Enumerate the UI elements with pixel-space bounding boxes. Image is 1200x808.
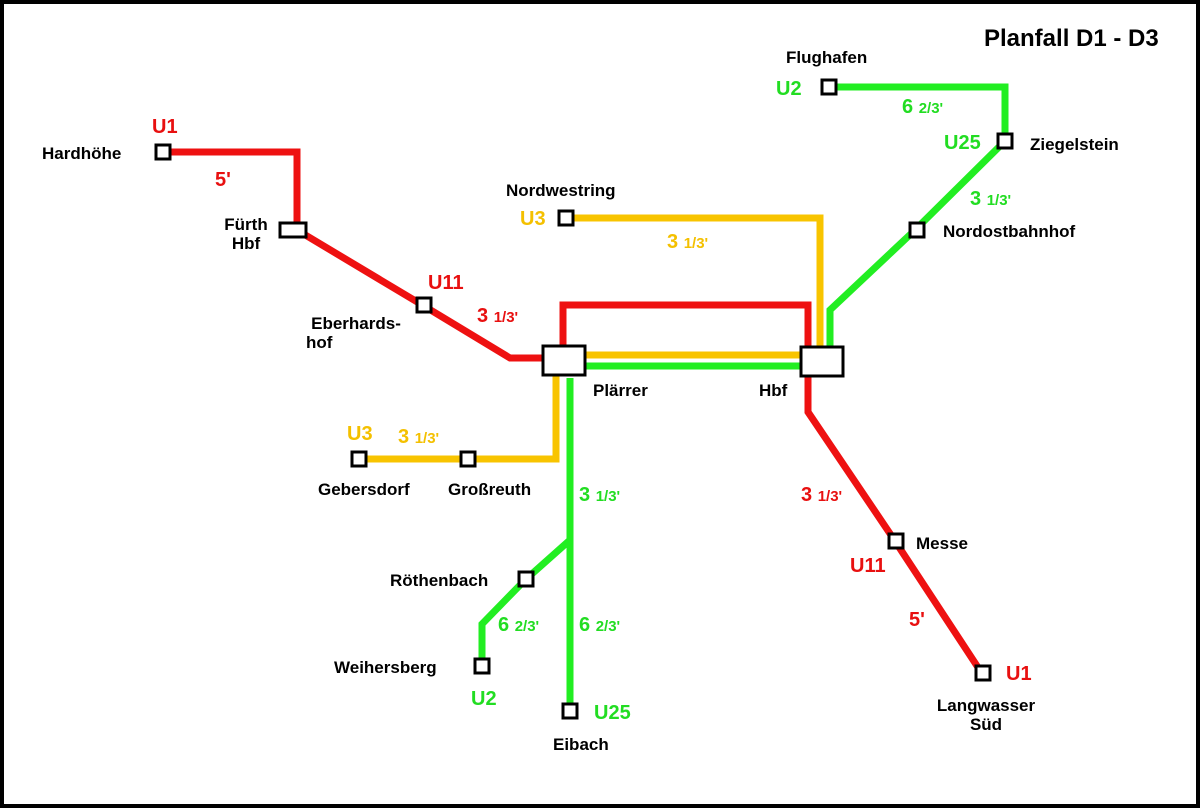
u1-route-south [804, 375, 984, 674]
frequency-u3-north-frac: 1/3' [683, 235, 709, 252]
station-gebersdorf-marker[interactable] [350, 450, 368, 468]
station-eberhardshof-marker[interactable] [415, 296, 433, 314]
station-label-hardhoehe: Hardhöhe [42, 144, 122, 163]
station-eibach-marker[interactable] [561, 702, 579, 720]
station-flughafen-marker[interactable] [820, 78, 838, 96]
frequency-u3-south-whole: 3 [398, 426, 410, 448]
station-hardhoehe-marker[interactable] [154, 143, 172, 161]
station-plaerrer-marker[interactable] [541, 344, 587, 377]
station-label-nordostbahnhof: Nordostbahnhof [943, 222, 1076, 241]
u11-route-west [295, 226, 550, 362]
station-ziegelstein-marker[interactable] [996, 132, 1014, 150]
station-label-fuerth-line2: Hbf [231, 234, 261, 254]
station-nordostbahnhof-marker[interactable] [908, 221, 926, 239]
line-label-u3-south: U3 [347, 423, 373, 445]
frequency-u2-north-frac: 2/3' [918, 100, 944, 117]
frequency-u11-south-whole: 3 [801, 484, 813, 506]
frequency-u2-north-whole: 6 [902, 96, 914, 118]
frequency-u2-south: 6 2/3' [498, 614, 539, 636]
station-nordwestring-marker[interactable] [557, 209, 575, 227]
frequency-u2-south-whole: 6 [498, 614, 510, 636]
u2-branch-weihersberg [478, 537, 573, 666]
frequency-u3-south: 3 1/3' [398, 426, 439, 448]
station-label-eibach: Eibach [553, 735, 609, 754]
station-label-plaerrer: Plärrer [593, 381, 648, 400]
frequency-u25-south-whole: 6 [579, 614, 591, 636]
line-label-u11-south: U11 [850, 555, 886, 577]
station-label-fuerth-hbf: Fürth Hbf [218, 215, 274, 253]
frequency-u11-west-whole: 3 [477, 305, 489, 327]
station-label-fuerth-line1: Fürth [224, 215, 268, 234]
station-label-langwasser-line2: Süd [969, 715, 1003, 735]
station-messe-marker[interactable] [887, 532, 905, 550]
station-label-flughafen: Flughafen [786, 48, 868, 67]
frequency-trunk-south-frac: 1/3' [595, 488, 621, 505]
u3-route-south [359, 376, 560, 463]
station-label-langwasser: Langwasser Süd [928, 696, 1044, 734]
line-label-u2-north: U2 [776, 78, 802, 100]
frequency-u11-south-frac: 1/3' [817, 488, 843, 505]
station-hbf-marker[interactable] [799, 345, 845, 378]
frequency-u11-west-frac: 1/3' [493, 309, 519, 326]
station-label-messe: Messe [916, 534, 968, 553]
station-label-gebersdorf: Gebersdorf [318, 480, 410, 499]
frequency-u3-north: 3 1/3' [667, 231, 708, 253]
frequency-u2-south-frac: 2/3' [514, 618, 540, 635]
station-label-eberhardshof-line2: hof [306, 333, 333, 353]
line-label-u11-west: U11 [428, 272, 464, 294]
u1-route-west [163, 148, 301, 230]
station-label-nordwestring: Nordwestring [506, 181, 616, 200]
red-loop [559, 301, 812, 349]
frequency-u25-north-frac: 1/3' [986, 192, 1012, 209]
station-weihersberg-marker[interactable] [473, 657, 491, 675]
line-label-u2-south: U2 [471, 688, 497, 710]
frequency-u1-south: 5' [909, 609, 925, 631]
station-label-grossreuth: Großreuth [448, 480, 532, 499]
frequency-u1-west: 5' [215, 169, 231, 191]
line-label-u1-west: U1 [152, 116, 178, 138]
frequency-u25-north-whole: 3 [970, 188, 982, 210]
line-label-u3-north: U3 [520, 208, 546, 230]
frequency-u3-south-frac: 1/3' [414, 430, 440, 447]
map-canvas: Planfall D1 - D3 Hardhöhe Fürth Hbf Eber… [4, 4, 1196, 804]
station-roethenbach-marker[interactable] [517, 570, 535, 588]
station-langwasser-marker[interactable] [974, 664, 992, 682]
frequency-u25-south-frac: 2/3' [595, 618, 621, 635]
frequency-u25-south: 6 2/3' [579, 614, 620, 636]
line-label-u25-south: U25 [594, 702, 631, 724]
line-label-u1-south: U1 [1006, 663, 1032, 685]
station-label-weihersberg: Weihersberg [334, 658, 437, 677]
network-map [154, 78, 1014, 720]
frequency-u25-north: 3 1/3' [970, 188, 1011, 210]
frequency-u2-north: 6 2/3' [902, 96, 943, 118]
station-label-hbf: Hbf [759, 381, 788, 400]
station-grossreuth-marker[interactable] [459, 450, 477, 468]
station-label-roethenbach: Röthenbach [390, 571, 489, 590]
frequency-trunk-south: 3 1/3' [579, 484, 620, 506]
frequency-u11-west: 3 1/3' [477, 305, 518, 327]
station-fuerth-hbf-marker[interactable] [278, 221, 308, 239]
station-label-eberhardshof: Eberhards- hof [306, 314, 406, 352]
station-label-langwasser-line1: Langwasser [936, 696, 1036, 715]
map-title: Planfall D1 - D3 [984, 25, 1159, 52]
u3-route-north [566, 214, 824, 356]
u2-route-north [826, 83, 1009, 349]
station-label-eberhardshof-line1: Eberhards- [311, 314, 401, 333]
frequency-u11-south: 3 1/3' [801, 484, 842, 506]
line-label-u25-north: U25 [944, 132, 981, 154]
frequency-u3-north-whole: 3 [667, 231, 679, 253]
station-label-ziegelstein: Ziegelstein [1030, 135, 1119, 154]
frequency-trunk-south-whole: 3 [579, 484, 591, 506]
